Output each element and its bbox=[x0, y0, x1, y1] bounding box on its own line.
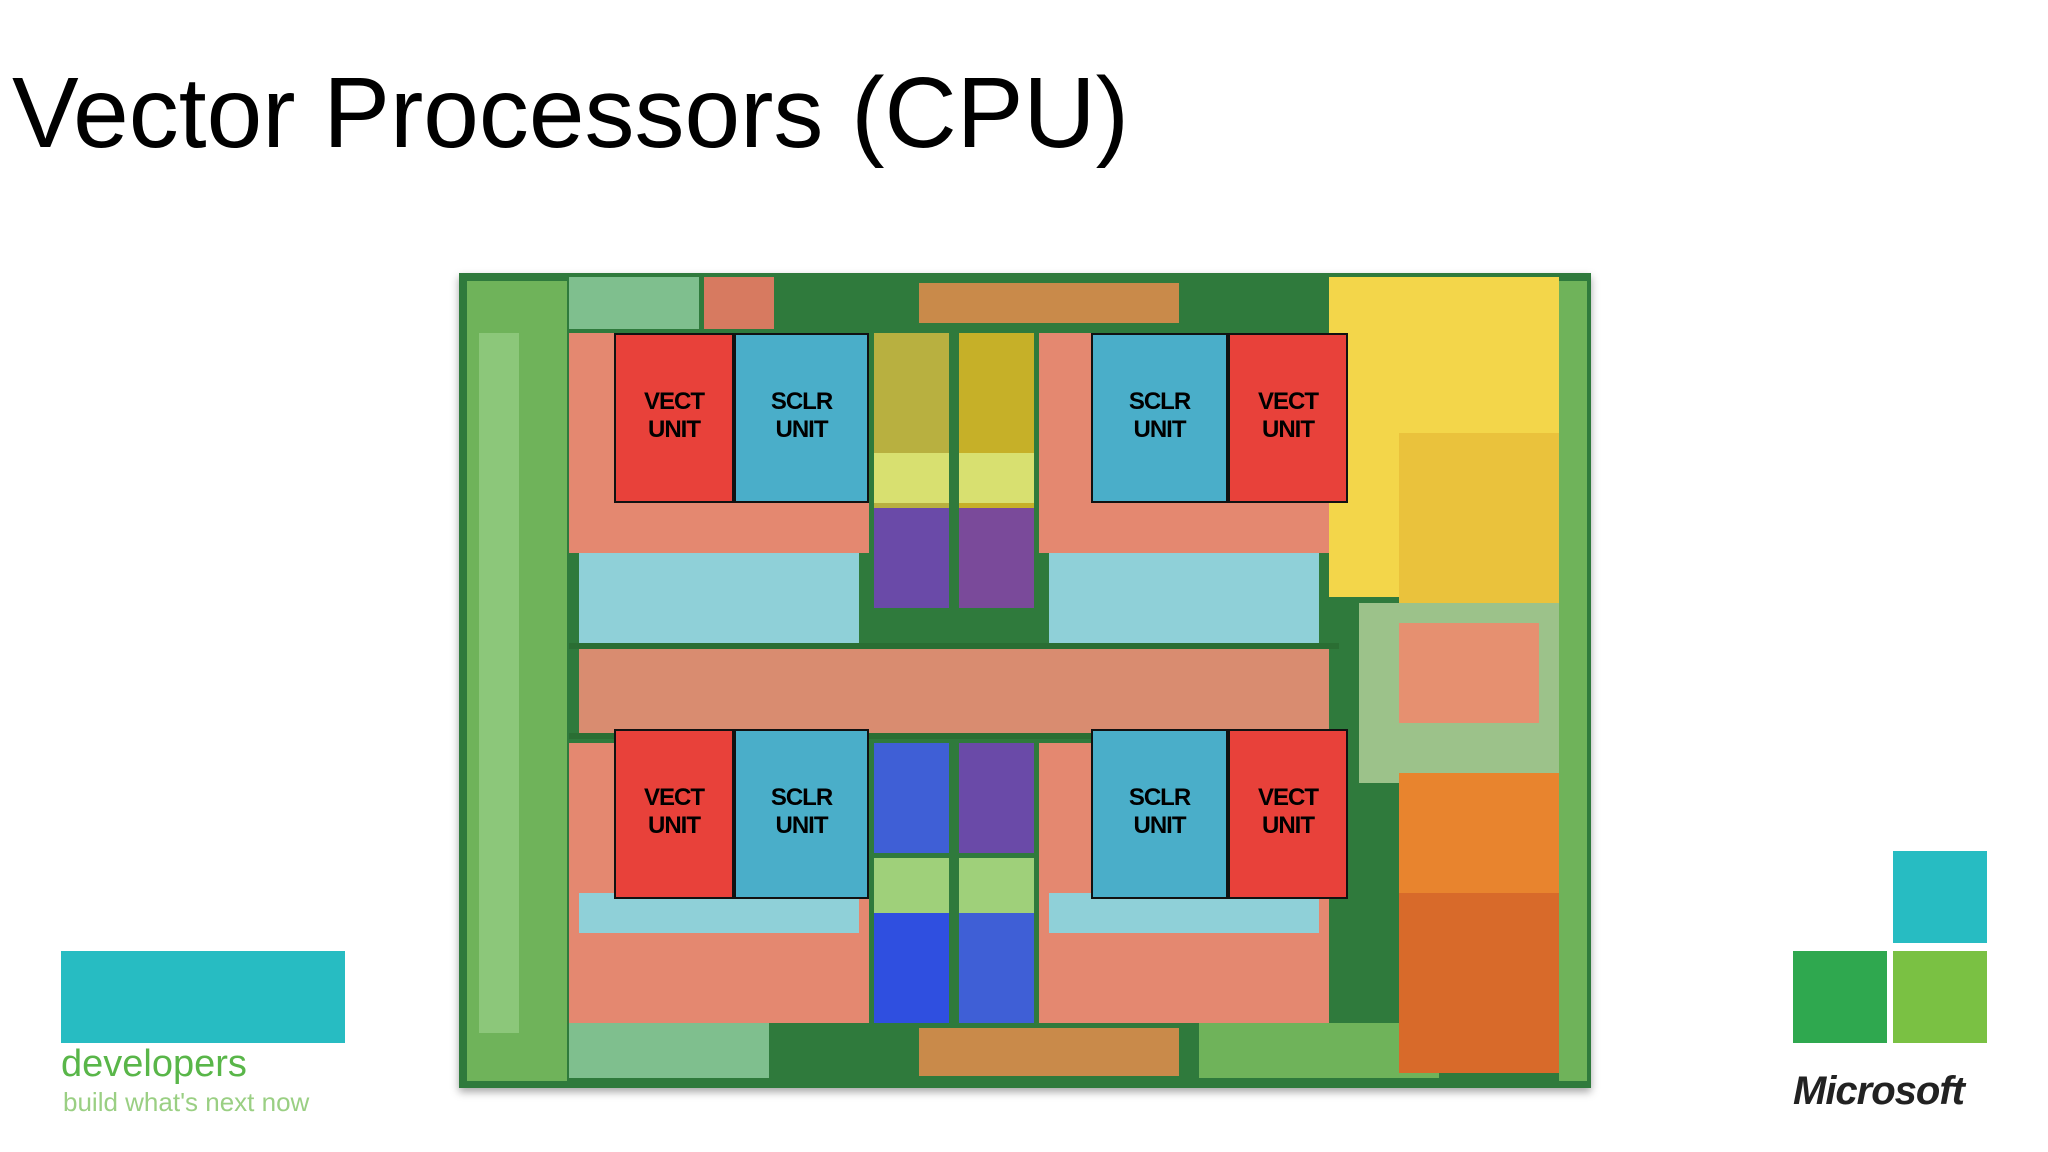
die-bottom-edge bbox=[569, 1023, 769, 1078]
scalar-unit-bottom-right bbox=[1091, 729, 1228, 899]
microsoft-logo-tile-top bbox=[1893, 851, 1987, 943]
developers-logo-bar bbox=[61, 951, 345, 1043]
microsoft-logo-tile-left bbox=[1793, 951, 1887, 1043]
l2-cache-bottom-left-c bbox=[874, 913, 949, 1023]
l2-cache-top-left-b bbox=[874, 453, 949, 503]
northbridge-block bbox=[1399, 623, 1539, 723]
l2-cache-top-left-c bbox=[874, 508, 949, 608]
l3-cache-bottom-b bbox=[1399, 893, 1559, 1073]
unit-label: VECT UNIT bbox=[643, 388, 705, 443]
die-left-io-inner bbox=[479, 333, 519, 1033]
vector-unit-bottom-left bbox=[614, 729, 734, 899]
scalar-unit-bottom-left bbox=[734, 729, 869, 899]
crossbar-logic bbox=[579, 648, 1329, 733]
unit-label: SCLR UNIT bbox=[770, 784, 833, 839]
core-strip-br bbox=[1049, 893, 1319, 933]
die-top-edge-2 bbox=[704, 277, 774, 329]
unit-label: SCLR UNIT bbox=[770, 388, 833, 443]
unit-label: SCLR UNIT bbox=[1128, 784, 1191, 839]
die-right-io-strip bbox=[1559, 281, 1587, 1081]
l2-cache-bottom-right-b bbox=[959, 858, 1034, 913]
vector-unit-top-right bbox=[1228, 333, 1348, 503]
unit-label: VECT UNIT bbox=[1257, 784, 1319, 839]
microsoft-logo-wordmark: Microsoft bbox=[1793, 1069, 1965, 1113]
l2-cache-bottom-right-c bbox=[959, 913, 1034, 1023]
cpu-die-photo: VECT UNIT SCLR UNIT SCLR UNIT VECT UNIT … bbox=[459, 273, 1591, 1088]
developers-logo-tagline: build what's next now bbox=[63, 1087, 310, 1117]
l2-cache-bottom-right-a bbox=[959, 743, 1034, 853]
slide-title: Vector Processors (CPU) bbox=[12, 57, 1129, 169]
l2-cache-bottom-left-a bbox=[874, 743, 949, 853]
scalar-unit-top-left bbox=[734, 333, 869, 503]
l2-cache-top-right-b bbox=[959, 453, 1034, 503]
core-strip-tr bbox=[1049, 553, 1319, 643]
unit-label: VECT UNIT bbox=[643, 784, 705, 839]
die-top-bus bbox=[919, 283, 1179, 323]
core-strip-bl bbox=[579, 893, 859, 933]
unit-label: SCLR UNIT bbox=[1128, 388, 1191, 443]
unit-label: VECT UNIT bbox=[1257, 388, 1319, 443]
scalar-unit-top-right bbox=[1091, 333, 1228, 503]
core-strip-tl bbox=[579, 553, 859, 643]
crossbar-wire-bottom bbox=[569, 733, 1339, 739]
l2-cache-top-right-c bbox=[959, 508, 1034, 608]
vector-unit-top-left bbox=[614, 333, 734, 503]
l2-cache-bottom-left-b bbox=[874, 858, 949, 913]
microsoft-logo-tile-right bbox=[1893, 951, 1987, 1043]
l3-cache-top-b bbox=[1399, 433, 1559, 603]
vector-unit-bottom-right bbox=[1228, 729, 1348, 899]
crossbar-wire-top bbox=[569, 643, 1339, 649]
developers-logo-word: developers bbox=[61, 1043, 247, 1085]
die-bottom-bus bbox=[919, 1028, 1179, 1076]
die-top-edge bbox=[569, 277, 699, 329]
